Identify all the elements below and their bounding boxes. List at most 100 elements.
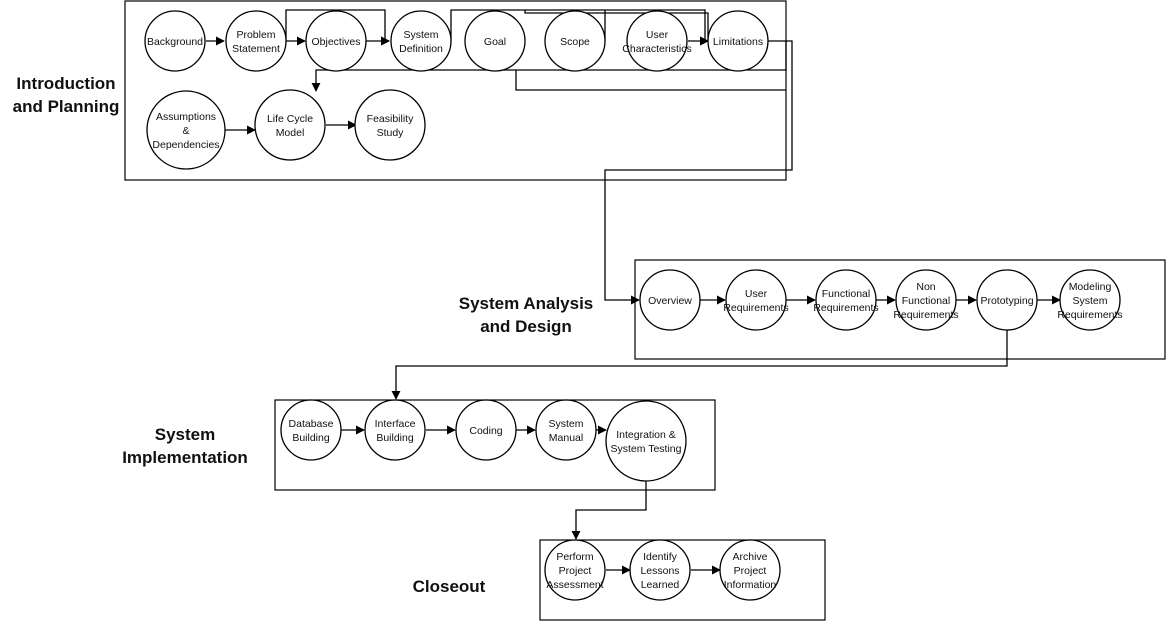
phase-label-analysis: System Analysis and Design (459, 294, 594, 336)
node-goal: Goal (464, 10, 526, 72)
assumptions-circle (146, 90, 226, 170)
system-definition-label-line: System (403, 29, 438, 41)
overview-label-line: Overview (648, 295, 692, 307)
edge-intro-analysis (604, 40, 793, 305)
life-cycle-model-label-line: Life Cycle (267, 113, 313, 125)
phase-label-line: Introduction (16, 74, 115, 93)
phase-label-closeout: Closeout (413, 577, 486, 596)
functional-requirements-label-line: Functional (822, 288, 870, 300)
scope-label-line: Scope (560, 36, 590, 48)
integration-testing-label-line: Integration & (616, 429, 676, 441)
phase-label-line: System Analysis (459, 294, 594, 313)
interface-building-label-line: Building (376, 432, 414, 444)
prototyping-label-line: Prototyping (980, 295, 1033, 307)
user-requirements-circle (725, 269, 787, 331)
perform-project-assessment-label-line: Project (559, 565, 592, 577)
modeling-system-requirements-label-line: System (1072, 295, 1107, 307)
non-functional-requirements-circle (895, 269, 957, 331)
objectives-circle (305, 10, 367, 72)
feasibility-study-label-line: Feasibility (367, 113, 414, 125)
assumptions-label-line: Dependencies (152, 139, 219, 151)
coding-label-line: Coding (469, 425, 502, 437)
phase-box-analysis (634, 259, 1166, 360)
system-manual-circle (535, 399, 597, 461)
identify-lessons-learned-label-line: Learned (641, 579, 680, 591)
identify-lessons-learned-label-line: Lessons (640, 565, 679, 577)
overview-circle (639, 269, 701, 331)
node-limitations: Limitations (707, 10, 769, 72)
user-characteristics-label-line: Characteristics (622, 43, 691, 55)
edge-goal-loop (515, 70, 786, 91)
phase-label-line: Implementation (122, 448, 248, 467)
database-building-label-line: Building (292, 432, 330, 444)
problem-statement-circle (225, 10, 287, 72)
archive-project-information-label-line: Project (734, 565, 767, 577)
assumptions-label-line: & (182, 125, 189, 137)
user-requirements-label-line: Requirements (723, 302, 788, 314)
perform-project-assessment-circle (544, 539, 606, 601)
goal-label-line: Goal (484, 36, 506, 48)
phase-label-line: System (155, 425, 215, 444)
assumptions-label-line: Assumptions (156, 111, 216, 123)
feasibility-study-circle (354, 89, 426, 161)
background-circle (144, 10, 206, 72)
system-manual-label-line: System (548, 418, 583, 430)
scope-circle (544, 10, 606, 72)
feasibility-study-label-line: Study (377, 127, 405, 139)
perform-project-assessment-label-line: Assessment (546, 579, 603, 591)
background-label-line: Background (147, 36, 203, 48)
node-objectives: Objectives (305, 10, 367, 72)
edge-limitations-lifecycle (311, 40, 787, 92)
phase-label-line: Closeout (413, 577, 486, 596)
identify-lessons-learned-circle (629, 539, 691, 601)
system-definition-circle (390, 10, 452, 72)
edges (206, 9, 1061, 575)
archive-project-information-label-line: Information (724, 579, 777, 591)
database-building-circle (280, 399, 342, 461)
edge-analysis-implementation (391, 330, 1008, 400)
system-manual-label-line: Manual (549, 432, 583, 444)
modeling-system-requirements-label-line: Requirements (1057, 309, 1122, 321)
objectives-label-line: Objectives (311, 36, 360, 48)
phase-box-implementation (274, 399, 716, 491)
non-functional-requirements-label-line: Requirements (893, 309, 958, 321)
edge-implementation-closeout (571, 481, 647, 540)
node-coding: Coding (455, 399, 517, 461)
prototyping-circle (976, 269, 1038, 331)
archive-project-information-circle (719, 539, 781, 601)
life-cycle-model-circle (254, 89, 326, 161)
edge-goal-limitations (524, 10, 709, 41)
functional-requirements-circle (815, 269, 877, 331)
archive-project-information-label-line: Archive (732, 551, 767, 563)
phase-box-closeout (539, 539, 826, 621)
problem-statement-label-line: Problem (236, 29, 275, 41)
node-assumptions: Assumptions & Dependencies (146, 90, 226, 170)
interface-building-circle (364, 399, 426, 461)
non-functional-requirements-label-line: Non (916, 281, 935, 293)
limitations-label-line: Limitations (713, 36, 763, 48)
goal-circle (464, 10, 526, 72)
node-scope: Scope (544, 10, 606, 72)
modeling-system-requirements-circle (1059, 269, 1121, 331)
node-background: Background (144, 10, 206, 72)
integration-testing-label-line: System Testing (610, 443, 681, 455)
limitations-circle (707, 10, 769, 72)
phase-label-line: and Design (480, 317, 572, 336)
